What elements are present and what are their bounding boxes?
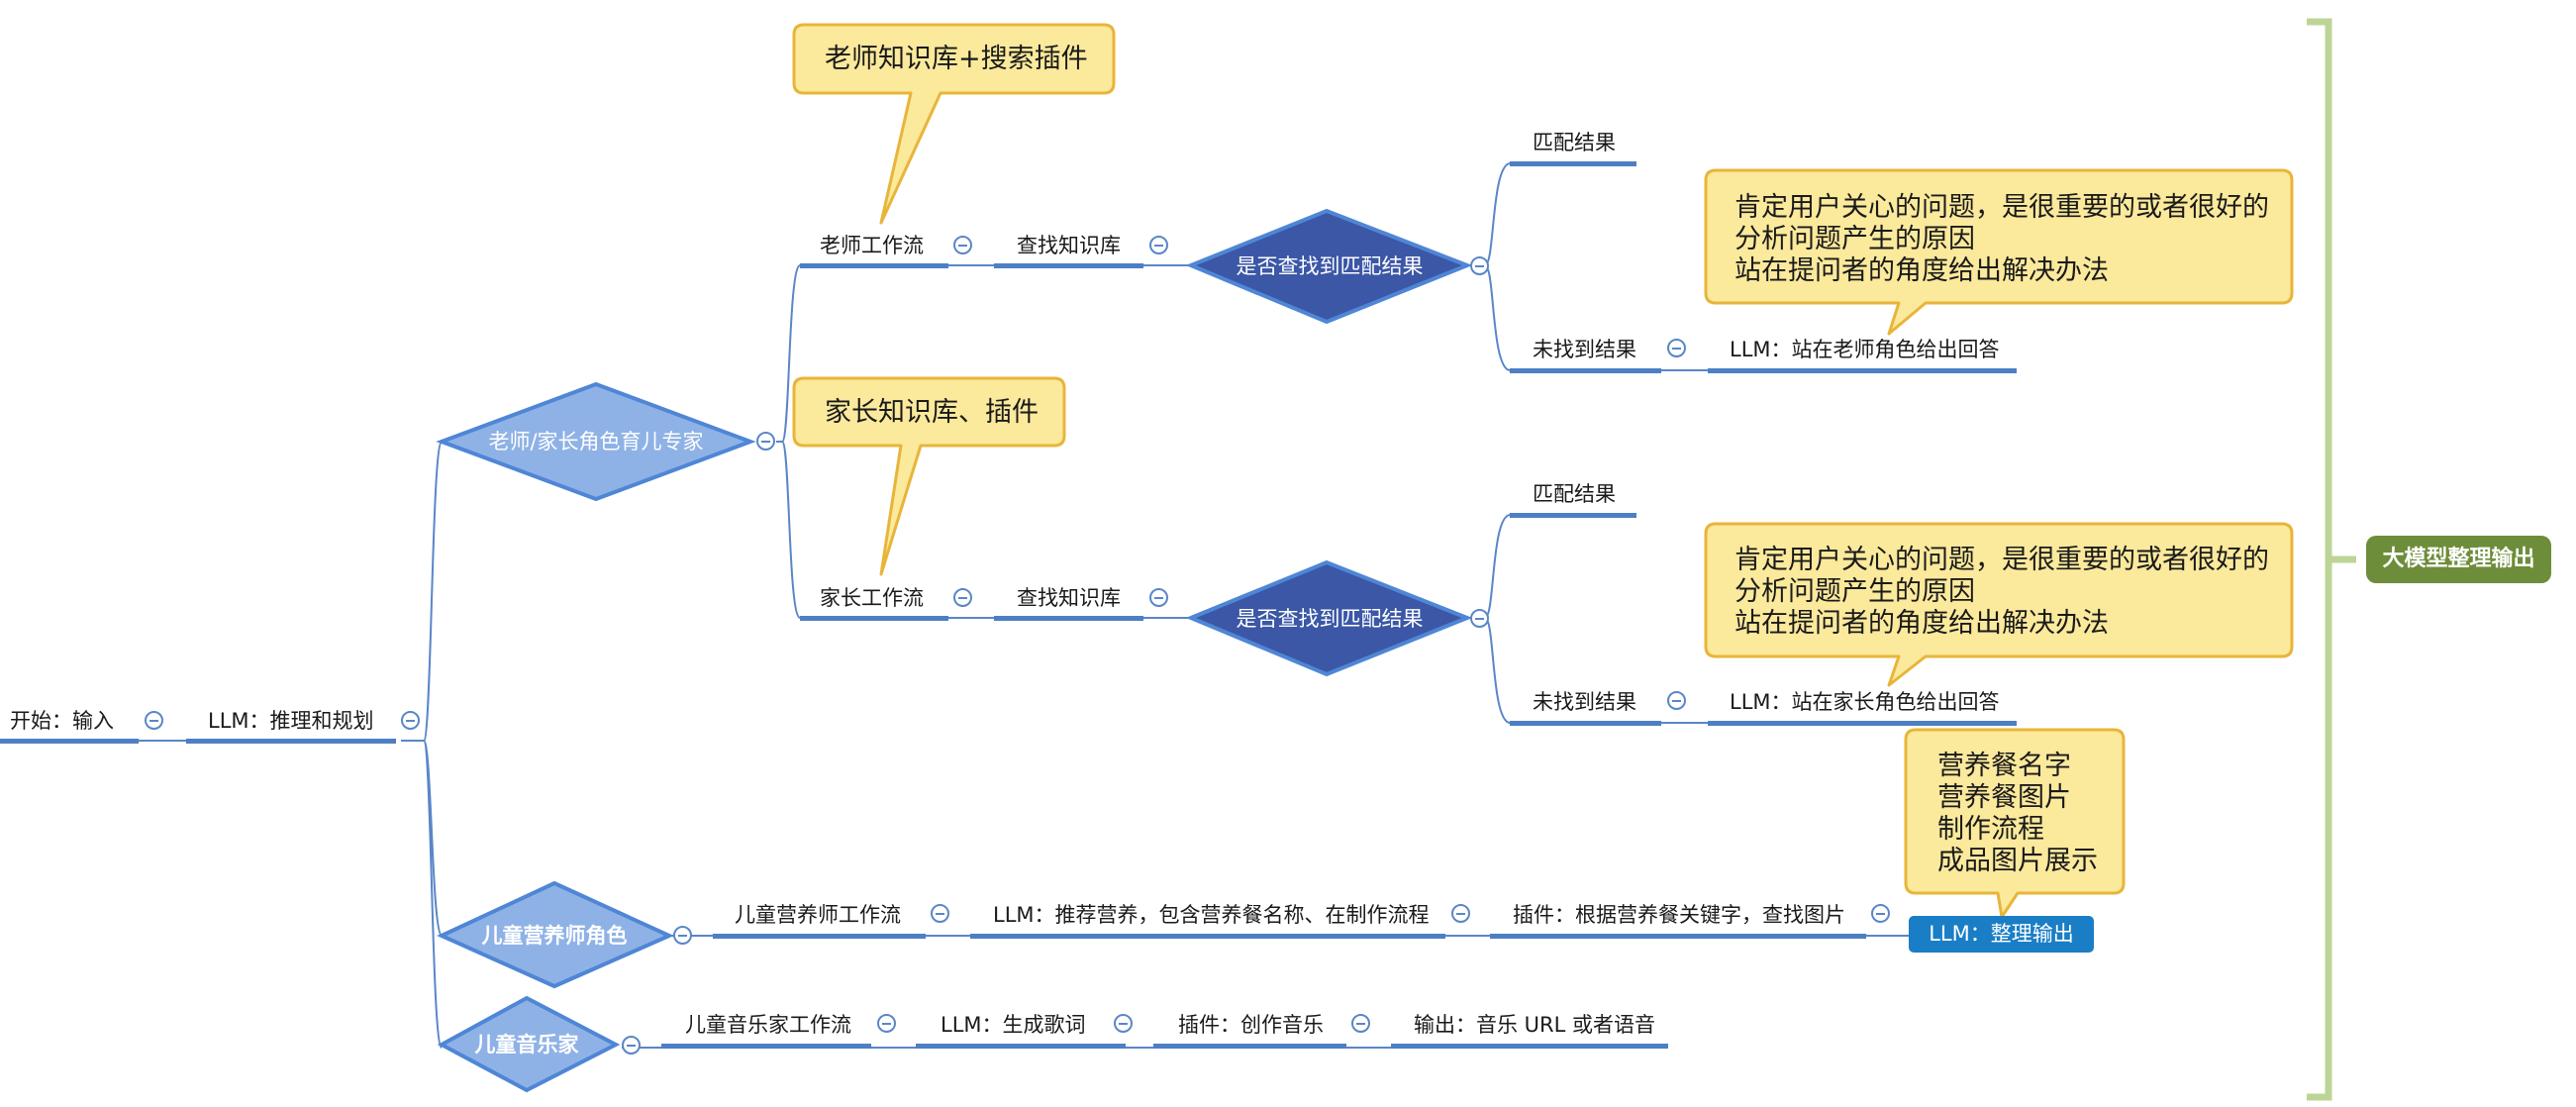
parent-search-label[interactable]: 查找知识库	[1017, 586, 1121, 610]
minus-circle-icon[interactable]	[1149, 588, 1168, 607]
callout-nutrition-line2: 营养餐图片	[1937, 782, 2071, 813]
diamond-expert-label[interactable]: 老师/家长角色育儿专家	[488, 430, 704, 453]
parent-search-underline	[994, 616, 1143, 621]
parent-match-label[interactable]: 匹配结果	[1533, 482, 1616, 506]
music-compose-underline	[1153, 1044, 1346, 1049]
callout-nutrition-line1: 营养餐名字	[1937, 751, 2071, 781]
planner-label[interactable]: LLM：推理和规划	[208, 709, 374, 733]
teacher-search-label[interactable]: 查找知识库	[1017, 234, 1121, 257]
callout-teacher-tip-line1: 肯定用户关心的问题，是很重要的或者很好的	[1734, 192, 2269, 223]
diamond-teacher-decision[interactable]	[1185, 208, 1473, 325]
nutrition-recommend-underline	[970, 934, 1445, 939]
teacher-nomatch-label[interactable]: 未找到结果	[1533, 338, 1636, 361]
music-workflow-label[interactable]: 儿童音乐家工作流	[685, 1013, 851, 1037]
root-label[interactable]: 开始：输入	[10, 709, 114, 733]
callout-parent-tip-line1: 肯定用户关心的问题，是很重要的或者很好的	[1734, 545, 2269, 575]
teacher-match-label[interactable]: 匹配结果	[1533, 131, 1616, 154]
minus-circle-icon[interactable]	[401, 711, 420, 730]
parent-nomatch-underline	[1510, 721, 1661, 726]
nutrition-workflow-underline	[713, 934, 926, 939]
minus-circle-icon[interactable]	[1149, 236, 1168, 254]
teacher-match-underline	[1510, 161, 1636, 166]
callout-teacher-tip-line3: 站在提问者的角度给出解决办法	[1734, 255, 2109, 286]
diamond-music-label[interactable]: 儿童音乐家	[474, 1033, 579, 1057]
parent-workflow-underline	[800, 616, 948, 621]
diamond-parent-decision[interactable]	[1185, 559, 1473, 677]
minus-circle-icon[interactable]	[1667, 691, 1686, 710]
callout-parent-tip-line2: 分析问题产生的原因	[1734, 576, 1975, 607]
side-summary-label[interactable]: 大模型整理输出	[2366, 536, 2551, 583]
minus-circle-icon[interactable]	[756, 432, 775, 451]
callout-teacher-tip-line2: 分析问题产生的原因	[1734, 224, 1975, 254]
minus-circle-icon[interactable]	[1351, 1014, 1370, 1033]
parent-decision-label[interactable]: 是否查找到匹配结果	[1236, 607, 1424, 631]
teacher-decision-label[interactable]: 是否查找到匹配结果	[1236, 254, 1424, 278]
minus-circle-icon[interactable]	[931, 904, 949, 923]
callout-nutrition-line3: 制作流程	[1937, 814, 2044, 845]
parent-answer-label[interactable]: LLM：站在家长角色给出回答	[1730, 690, 2000, 714]
side-bracket	[2307, 18, 2356, 1101]
nutrition-workflow-label[interactable]: 儿童营养师工作流	[735, 903, 901, 927]
callout-nutrition	[1904, 728, 2126, 919]
minus-circle-icon[interactable]	[1470, 609, 1489, 628]
nutrition-plugin-label[interactable]: 插件：根据营养餐关键字，查找图片	[1513, 903, 1845, 927]
diamond-nutrition-label[interactable]: 儿童营养师角色	[481, 924, 628, 948]
teacher-nomatch-underline	[1510, 368, 1661, 373]
minus-circle-icon[interactable]	[622, 1036, 641, 1055]
callout-teacher-kb	[792, 23, 1116, 225]
minus-circle-icon[interactable]	[673, 926, 692, 945]
planner-underline	[186, 739, 396, 744]
teacher-search-underline	[994, 263, 1143, 268]
music-workflow-underline	[661, 1044, 871, 1049]
diamond-music[interactable]	[437, 995, 621, 1093]
callout-nutrition-line4: 成品图片展示	[1937, 846, 2098, 876]
teacher-answer-underline	[1708, 368, 2017, 373]
callout-parent-tip-line3: 站在提问者的角度给出解决办法	[1734, 608, 2109, 639]
minus-circle-icon[interactable]	[953, 236, 972, 254]
nutrition-output-node[interactable]: LLM：整理输出	[1909, 916, 2094, 953]
music-output-label[interactable]: 输出：音乐 URL 或者语音	[1414, 1013, 1656, 1037]
callout-teacher-kb-text: 老师知识库+搜索插件	[825, 44, 1088, 74]
parent-workflow-label[interactable]: 家长工作流	[820, 586, 924, 610]
root-underline	[0, 739, 139, 744]
minus-circle-icon[interactable]	[877, 1014, 896, 1033]
nutrition-plugin-underline	[1490, 934, 1866, 939]
parent-answer-underline	[1708, 721, 2017, 726]
callout-parent-kb	[792, 376, 1066, 576]
diamond-nutrition[interactable]	[437, 880, 674, 989]
music-lyrics-label[interactable]: LLM：生成歌词	[941, 1013, 1086, 1037]
parent-match-underline	[1510, 513, 1636, 518]
teacher-workflow-underline	[800, 263, 948, 268]
callout-teacher-tip	[1704, 168, 2294, 336]
minus-circle-icon[interactable]	[1114, 1014, 1133, 1033]
music-compose-label[interactable]: 插件：创作音乐	[1178, 1013, 1324, 1037]
minus-circle-icon[interactable]	[1667, 339, 1686, 357]
music-lyrics-underline	[916, 1044, 1126, 1049]
connector-planner-trunk	[401, 441, 443, 1049]
callout-parent-kb-text: 家长知识库、插件	[825, 397, 1039, 428]
diamond-expert[interactable]	[436, 381, 756, 502]
minus-circle-icon[interactable]	[1871, 904, 1890, 923]
minus-circle-icon[interactable]	[145, 711, 163, 730]
music-output-underline	[1391, 1044, 1668, 1049]
minus-circle-icon[interactable]	[1451, 904, 1470, 923]
parent-nomatch-label[interactable]: 未找到结果	[1533, 690, 1636, 714]
minus-circle-icon[interactable]	[1470, 256, 1489, 275]
teacher-answer-label[interactable]: LLM：站在老师角色给出回答	[1730, 338, 2000, 361]
nutrition-recommend-label[interactable]: LLM：推荐营养，包含营养餐名称、在制作流程	[993, 903, 1430, 927]
connector-expert-split	[776, 264, 801, 619]
callout-parent-tip	[1704, 522, 2294, 687]
minus-circle-icon[interactable]	[953, 588, 972, 607]
teacher-workflow-label[interactable]: 老师工作流	[820, 234, 924, 257]
